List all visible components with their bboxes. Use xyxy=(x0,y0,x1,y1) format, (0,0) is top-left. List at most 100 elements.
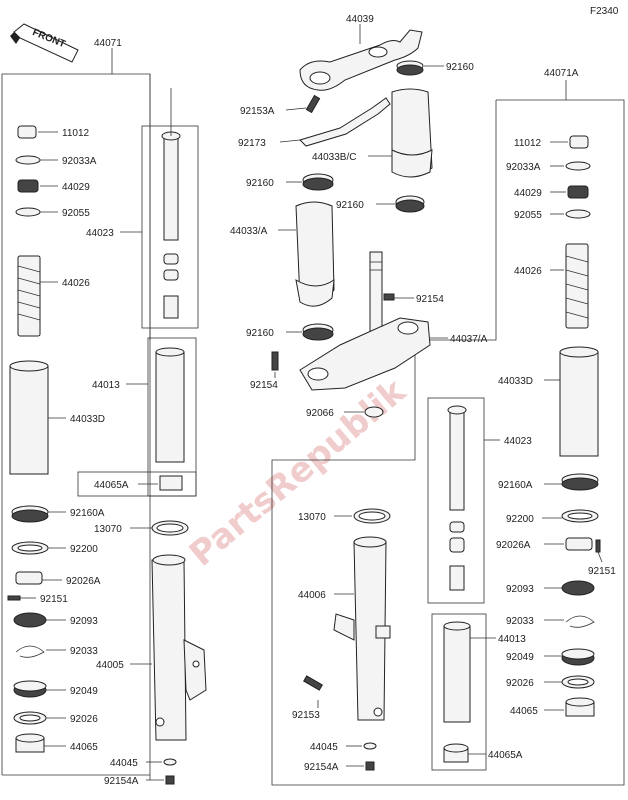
bearing-92160-b xyxy=(302,173,334,191)
bushing-44065A-left xyxy=(159,475,183,491)
washer-92026-right xyxy=(561,675,595,689)
left-assembly-frame: 44071 xyxy=(1,38,151,780)
seal-92200-right xyxy=(561,509,599,523)
label-R92026A: 92026A xyxy=(496,540,531,551)
label-L13070: 13070 xyxy=(94,524,122,535)
label-L92026: 92026 xyxy=(70,714,98,725)
label-R44045: 44045 xyxy=(310,742,338,753)
oring-92055-right xyxy=(565,209,591,219)
washer-92026-left xyxy=(13,711,47,725)
label-R44029: 44029 xyxy=(514,188,542,199)
label-L92055: 92055 xyxy=(62,208,90,219)
ring-13070-left xyxy=(151,520,189,536)
bearing-92160-d xyxy=(302,323,334,341)
lower-bracket-44037A xyxy=(299,317,431,391)
label-L92200: 92200 xyxy=(70,544,98,555)
washer-44045-left xyxy=(163,758,177,766)
label-44037A: 44037/A xyxy=(450,334,488,345)
label-L92151: 92151 xyxy=(40,594,68,605)
left-cartridge-box xyxy=(141,125,199,329)
right-44013-box xyxy=(431,613,487,771)
label-R92055: 92055 xyxy=(514,210,542,221)
label-R44013: 44013 xyxy=(498,634,526,645)
label-R44006: 44006 xyxy=(298,590,326,601)
oring-92033A-right xyxy=(565,161,591,171)
label-L44065A: 44065A xyxy=(94,480,129,491)
left-44065A-box xyxy=(77,471,197,497)
cartridge-44023-right xyxy=(447,405,467,591)
spring-44026-left xyxy=(17,255,41,337)
label-R92153: 92153 xyxy=(292,710,320,721)
bolt-92154A-right xyxy=(365,761,375,771)
bushing-44065A-right xyxy=(443,743,469,763)
label-92160-c: 92160 xyxy=(336,200,364,211)
bolt-92153-right xyxy=(303,675,323,691)
spring-44026-right xyxy=(565,243,589,329)
cap-11012-right xyxy=(569,135,589,149)
seal-92049-right xyxy=(561,648,595,666)
label-R13070: 13070 xyxy=(298,512,326,523)
label-92160-a: 92160 xyxy=(446,62,474,73)
cap-11012-left xyxy=(17,125,37,139)
label-R11012: 11012 xyxy=(514,138,542,149)
label-R92200: 92200 xyxy=(506,514,534,525)
collar-44029-left xyxy=(17,179,39,193)
label-R92026: 92026 xyxy=(506,678,534,689)
oring-92055-left xyxy=(15,207,41,217)
right-assembly-frame: 44071A xyxy=(271,68,625,786)
tube-44013-left xyxy=(155,347,185,463)
label-R92049: 92049 xyxy=(506,652,534,663)
bearing-92160-top xyxy=(396,60,424,76)
label-L44023: 44023 xyxy=(86,228,114,239)
label-R92154A: 92154A xyxy=(304,762,339,773)
nut-92066 xyxy=(364,406,384,418)
label-L44026: 44026 xyxy=(62,278,90,289)
label-92160-b: 92160 xyxy=(246,178,274,189)
bearing-92160A-right xyxy=(561,473,599,491)
label-L44013: 44013 xyxy=(92,380,120,391)
diagram-code: F2340 xyxy=(590,6,619,17)
label-L11012: 11012 xyxy=(62,128,90,139)
label-L92154A: 92154A xyxy=(104,776,139,787)
left-assembly-label: 44071 xyxy=(94,38,122,49)
tube-44013-right xyxy=(443,621,471,723)
label-92173: 92173 xyxy=(238,138,266,149)
bushing-44065-right xyxy=(565,697,595,717)
seal-92049-left xyxy=(13,680,47,698)
label-R92151: 92151 xyxy=(588,566,616,577)
right-cartridge-box xyxy=(427,397,485,604)
cartridge-44023-left xyxy=(161,88,181,319)
label-L44065: 44065 xyxy=(70,742,98,753)
label-R92093: 92093 xyxy=(506,584,534,595)
label-92153A-top: 92153A xyxy=(240,106,275,117)
tube-44033D-right xyxy=(559,346,599,457)
bushing-44065-left xyxy=(15,733,45,753)
label-L92033: 92033 xyxy=(70,646,98,657)
label-L92033A: 92033A xyxy=(62,156,97,167)
oring-92033A-left xyxy=(15,155,41,165)
cover-44033A xyxy=(295,201,335,307)
label-L92160A: 92160A xyxy=(70,508,105,519)
tube-44033D-left xyxy=(9,360,49,475)
bolt-92153A-top xyxy=(305,94,321,114)
label-R44033D: 44033D xyxy=(498,376,533,387)
seal-92200-left xyxy=(11,541,49,555)
label-L92093: 92093 xyxy=(70,616,98,627)
clamp-92026A-right xyxy=(565,537,593,551)
bearing-92160-c xyxy=(395,195,425,213)
label-R92033A: 92033A xyxy=(506,162,541,173)
bolt-92154A-left xyxy=(165,775,175,785)
label-44039: 44039 xyxy=(346,14,374,25)
label-R44065A: 44065A xyxy=(488,750,523,761)
ring-13070-right xyxy=(353,508,391,524)
label-L44045: 44045 xyxy=(110,758,138,769)
screw-92151-right xyxy=(595,539,601,553)
label-92154-b: 92154 xyxy=(250,380,278,391)
label-R44065: 44065 xyxy=(510,706,538,717)
seal-92093-left xyxy=(13,612,47,628)
screw-92151-left xyxy=(7,595,21,601)
slider-44005-left xyxy=(151,554,207,741)
label-92066: 92066 xyxy=(306,408,334,419)
label-92160-d: 92160 xyxy=(246,328,274,339)
